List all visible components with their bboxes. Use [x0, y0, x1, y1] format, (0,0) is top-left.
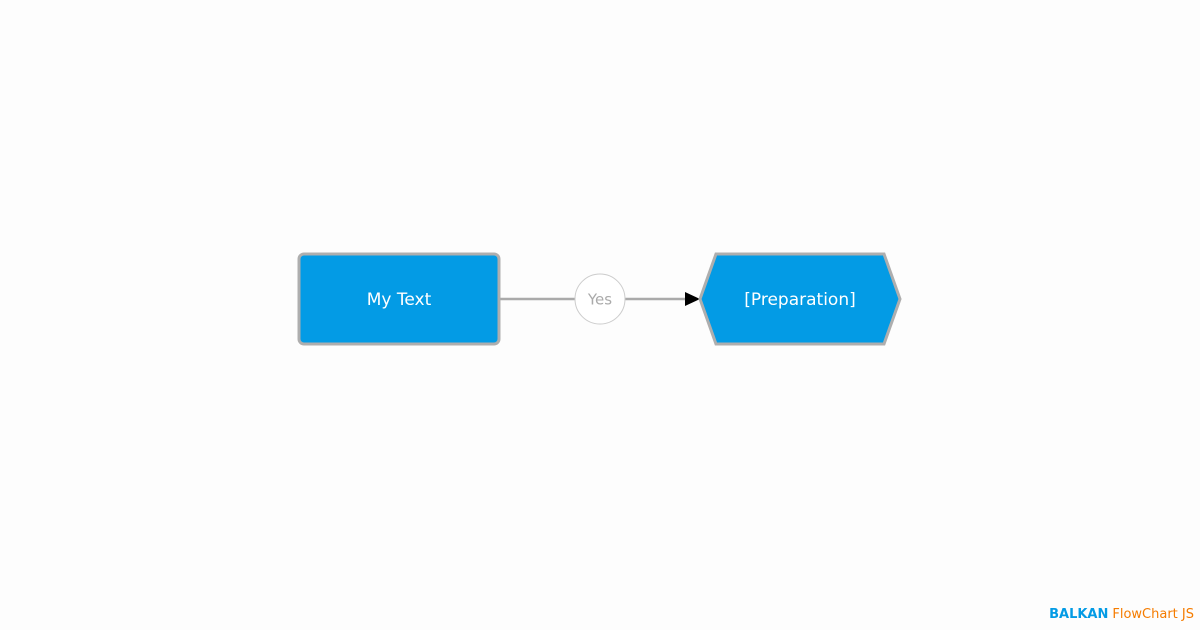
watermark-product: FlowChart JS — [1112, 607, 1194, 622]
node-process-shape — [297, 252, 501, 346]
node-process-label: My Text — [367, 290, 432, 310]
edge-label-circle — [574, 273, 626, 325]
edge-process-to-preparation[interactable]: Yes — [500, 273, 700, 325]
node-preparation-label: [Preparation] — [744, 290, 855, 310]
watermark-brand: BALKAN — [1049, 607, 1109, 622]
node-process[interactable]: My Text — [297, 252, 501, 346]
arrowhead-icon — [685, 292, 700, 306]
node-preparation-shape — [698, 252, 902, 346]
node-preparation[interactable]: [Preparation] — [698, 252, 902, 346]
edge-label-yes: Yes — [587, 291, 612, 309]
